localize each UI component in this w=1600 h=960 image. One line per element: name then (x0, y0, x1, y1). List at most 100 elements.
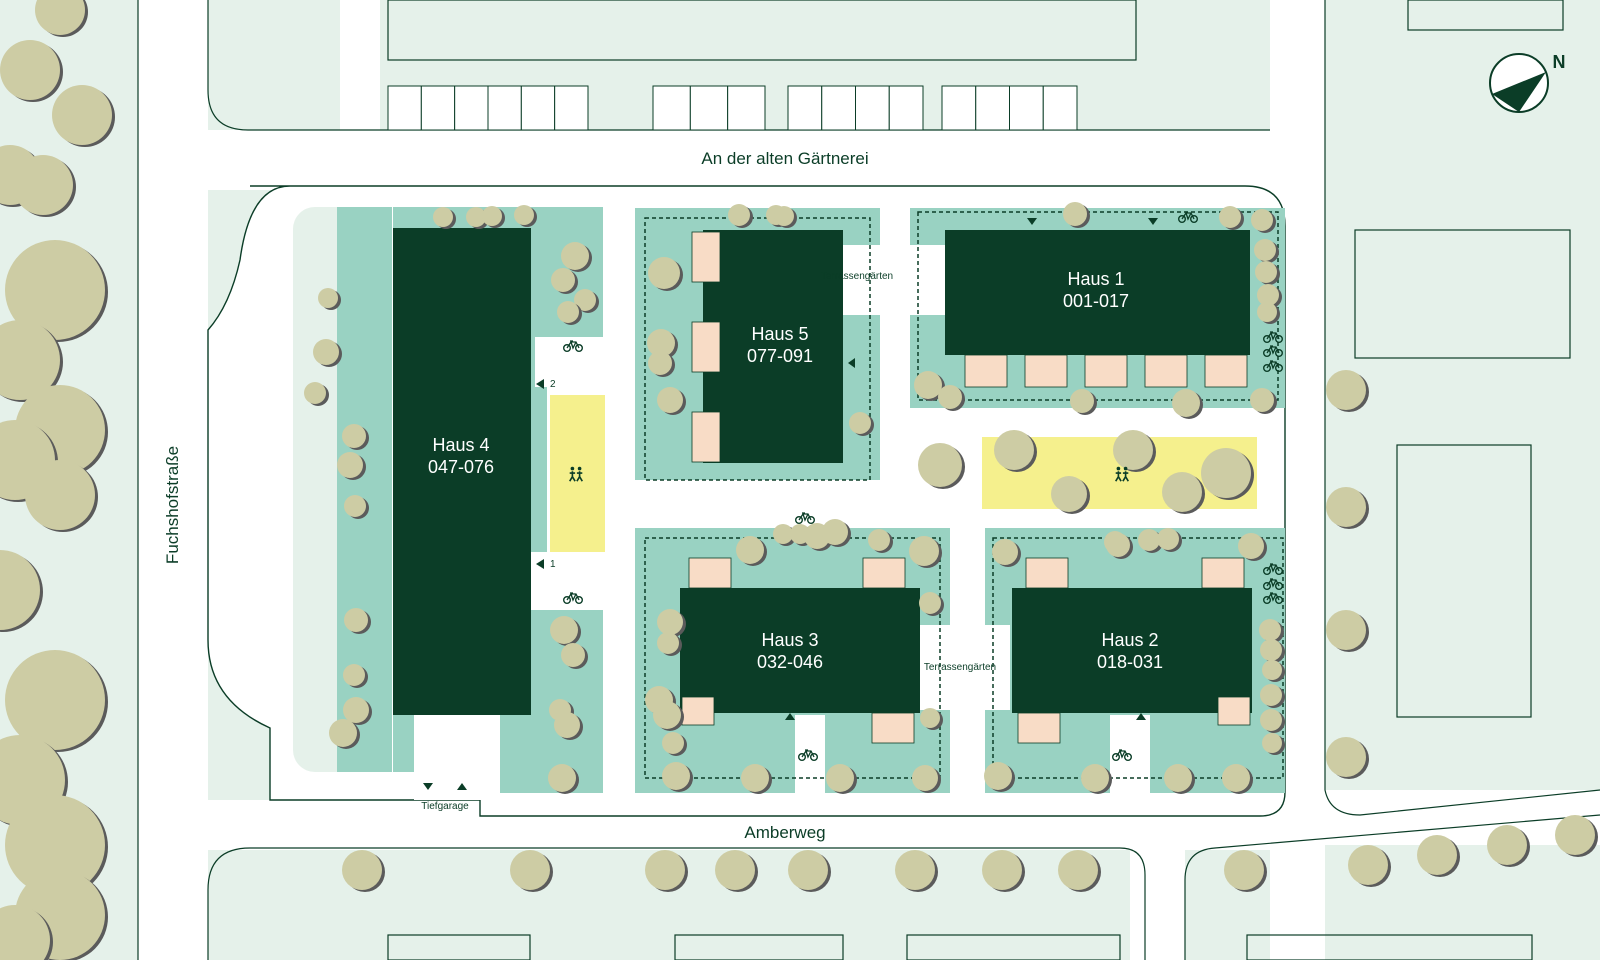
tree-crown (557, 301, 579, 323)
tree (1487, 825, 1530, 867)
tree-crown (919, 592, 941, 614)
block-outline (207, 0, 1270, 131)
tree (1250, 388, 1277, 414)
tree-crown (0, 320, 60, 400)
tree (1260, 639, 1285, 663)
neighbor-building-outline (906, 934, 1121, 960)
tree (342, 850, 385, 892)
terrace (964, 354, 1008, 388)
tree (433, 207, 456, 229)
tree-crown (826, 764, 854, 792)
tree-crown (774, 206, 794, 226)
tree (662, 762, 693, 792)
neighbor-building-outline (1396, 444, 1532, 718)
tree-crown (574, 289, 596, 311)
tree-crown (1224, 850, 1264, 890)
terrace (691, 231, 721, 283)
tree (1555, 815, 1598, 857)
entrance-arrow-icon (848, 358, 855, 368)
tree (551, 268, 578, 294)
haus-3-name: Haus 3 (761, 630, 818, 650)
terrace (1084, 354, 1128, 388)
tree (0, 320, 63, 402)
building (703, 230, 843, 463)
tree (0, 905, 53, 960)
terrace (871, 712, 915, 744)
tree-crown (912, 765, 938, 791)
building (680, 588, 920, 713)
tree-crown (482, 206, 502, 226)
tree-crown (52, 85, 112, 145)
tree (313, 339, 342, 367)
tree-crown (1260, 639, 1282, 661)
tree-crown (1326, 370, 1366, 410)
tree (337, 452, 366, 480)
tree-crown (1555, 815, 1595, 855)
tree (653, 701, 684, 731)
tree-crown (0, 550, 40, 630)
tree (52, 85, 115, 147)
tree-crown (342, 850, 382, 890)
parking-bay (975, 85, 1010, 131)
haus-1-name: Haus 1 (1067, 269, 1124, 289)
tree (1254, 239, 1279, 263)
tree-crown (25, 460, 95, 530)
tree-crown (344, 608, 368, 632)
parking-bay (387, 85, 422, 131)
tree (343, 664, 368, 688)
tree (561, 242, 592, 272)
tree-crown (938, 385, 962, 409)
parking-bay (420, 85, 456, 131)
entrance-arrow-icon (423, 783, 433, 790)
terrace (1025, 557, 1069, 589)
tree (826, 764, 857, 794)
tree-crown (343, 697, 369, 723)
tree-crown (647, 329, 675, 357)
haus-3-units: 032-046 (757, 652, 823, 672)
terrace (691, 411, 721, 463)
tree (1164, 764, 1195, 794)
tree-crown (1326, 487, 1366, 527)
tree-crown (1157, 528, 1179, 550)
terrace (1024, 354, 1068, 388)
tree (662, 732, 687, 756)
tree (557, 301, 582, 325)
tree-crown (313, 339, 339, 365)
tree (343, 697, 372, 725)
tree-crown (1051, 476, 1087, 512)
street-label-west: Fuchshofstraße (163, 446, 182, 564)
tree (561, 643, 588, 669)
tree-crown (1417, 835, 1457, 875)
road-segment (208, 130, 1323, 190)
entrance-arrow-icon (1136, 713, 1146, 720)
tree (1070, 389, 1097, 415)
tree (329, 719, 360, 749)
tree-crown (1487, 825, 1527, 865)
tree-crown (1113, 430, 1153, 470)
tree (1113, 430, 1156, 472)
tree-crown (1172, 389, 1200, 417)
tree (514, 205, 537, 227)
street-label-south: Amberweg (744, 823, 825, 842)
tree (868, 529, 893, 553)
neighbor-building-outline (1354, 229, 1571, 359)
tree-crown (0, 905, 50, 960)
block-outline (1324, 130, 1600, 816)
tree-crown (1255, 261, 1277, 283)
terrace (1144, 354, 1188, 388)
parking-bay (941, 85, 977, 131)
tree (0, 550, 43, 632)
terrace-gardens-label-south: Terrassengärten (924, 662, 996, 673)
tree-crown (736, 536, 764, 564)
path-area (915, 625, 1010, 710)
terrace-gardens-label-north: Terrassengärten (821, 271, 893, 282)
tree-crown (918, 443, 962, 487)
parking-bay (1042, 85, 1078, 131)
block-outline (207, 847, 1146, 960)
parking-bay (487, 85, 522, 131)
entrance-2-label: 2 (550, 379, 556, 390)
tree-crown (645, 850, 685, 890)
tree-crown (551, 268, 575, 292)
tree (1224, 850, 1267, 892)
